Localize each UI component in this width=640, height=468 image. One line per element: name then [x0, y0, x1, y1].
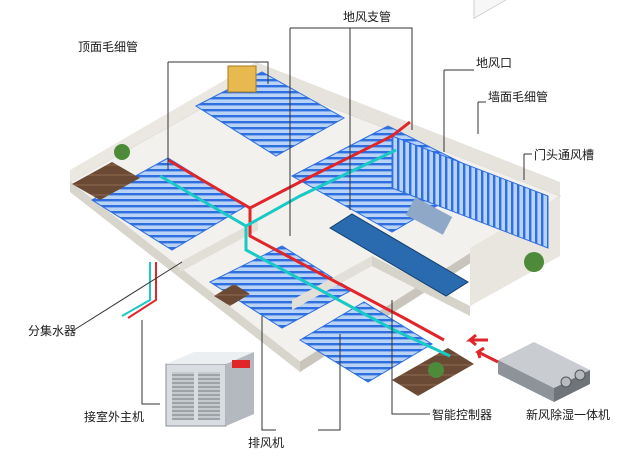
house-foundation-left [70, 182, 300, 372]
label-manifold: 分集水器 [28, 324, 77, 338]
wood-floor-mid [214, 284, 250, 306]
fresh-air-unit-top [498, 342, 590, 388]
partition-wall-b [292, 256, 372, 310]
wall-capillary-mat [391, 135, 549, 249]
label-wall-capillary: 墙面毛细管 [488, 90, 549, 104]
label-exhaust-fan: 排风机 [248, 436, 285, 450]
airflow-arrow-1 [465, 333, 488, 347]
outer-wall-back [256, 62, 560, 196]
partition-wall-c [372, 256, 470, 316]
plant-right [524, 252, 544, 272]
wood-floor-left [72, 162, 140, 200]
sofa [405, 197, 453, 235]
label-floor-vent: 地风口 [476, 56, 513, 70]
manifold-pipe [121, 262, 151, 317]
label-fresh-air-dehumidifier: 新风除湿一体机 [526, 408, 611, 422]
supply-duct-red [167, 120, 411, 210]
lower-room-capillary [299, 301, 433, 383]
fresh-air-unit-front [498, 360, 554, 402]
label-smart-controller: 智能控制器 [432, 408, 493, 422]
partition-wall-a [180, 220, 258, 272]
manifold-pipe-red [127, 262, 157, 319]
plant-left [114, 144, 130, 160]
label-outdoor-unit: 接室外主机 [84, 410, 145, 424]
label-floor-branch-duct: 地风支管 [343, 10, 392, 24]
return-duct-cyan [159, 148, 397, 228]
return-duct-cyan-2 [244, 226, 451, 358]
rooftop-box [227, 65, 257, 93]
main-air-duct [329, 213, 469, 297]
leader-lines [73, 27, 532, 431]
outdoor-unit-side [226, 352, 254, 426]
plant-bottom [428, 362, 444, 378]
airflow-arrow-2 [475, 346, 499, 364]
label-ceiling-capillary: 顶面毛细管 [78, 40, 139, 54]
label-door-vent-slot: 门头通风槽 [534, 148, 595, 162]
window-door [473, 0, 515, 20]
supply-duct-red-2 [248, 208, 445, 342]
